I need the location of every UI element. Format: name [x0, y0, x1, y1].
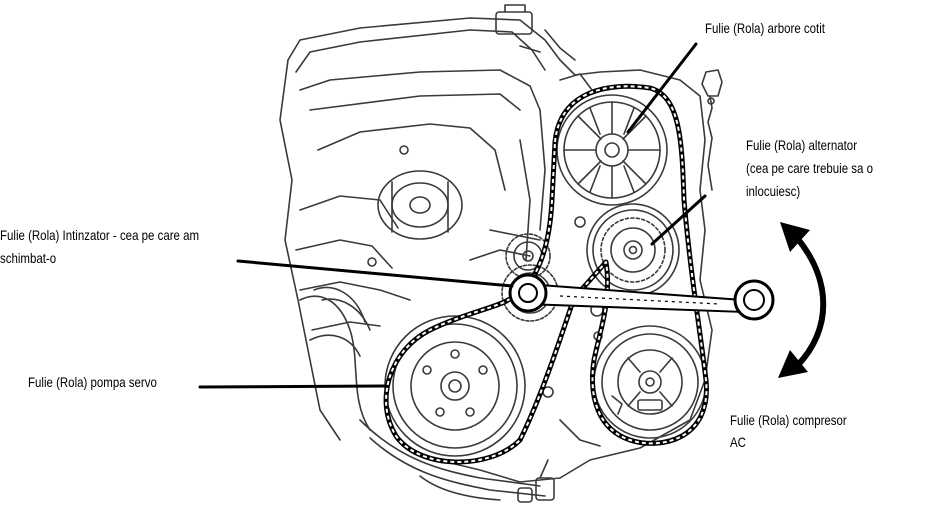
crankshaft-pulley	[556, 94, 668, 206]
leader-alternator	[650, 194, 707, 246]
rotation-arrow-icon	[778, 222, 827, 378]
power-steering-pulley	[384, 315, 526, 457]
leader-tensioner	[236, 259, 514, 288]
label-power-steering-text: Fulie (Rola) pompa servo	[28, 374, 157, 390]
hoses	[299, 286, 555, 503]
label-crankshaft-pulley: Fulie (Rola) arbore cotit	[705, 18, 825, 38]
label-power-steering-pulley: Fulie (Rola) pompa servo	[28, 372, 157, 392]
drive-belt	[383, 83, 709, 465]
leader-crankshaft	[626, 42, 698, 134]
label-alternator-pulley: Fulie (Rola) alternator (cea pe care tre…	[746, 134, 873, 203]
label-compressor-line-1: Fulie (Rola) compresor	[730, 412, 847, 428]
intake-details	[495, 4, 593, 91]
dipstick	[701, 69, 723, 191]
label-tensioner-line-1: Fulie (Rola) Intinzator - cea pe care am	[0, 227, 200, 243]
alternator-pulley	[586, 203, 680, 297]
label-alternator-line-2: (cea pe care trebuie sa o	[746, 160, 873, 176]
upper-tensioner	[377, 170, 463, 240]
label-compressor-line-2: AC	[730, 434, 746, 450]
label-tensioner-pulley: Fulie (Rola) Intinzator - cea pe care am…	[0, 224, 199, 270]
leader-power-steering	[198, 384, 387, 389]
label-alternator-line-1: Fulie (Rola) alternator	[746, 137, 858, 153]
label-alternator-line-3: inlocuiesc)	[746, 183, 801, 199]
label-crankshaft-text: Fulie (Rola) arbore cotit	[705, 20, 825, 36]
leader-lines	[198, 42, 707, 389]
ac-compressor-pulley	[593, 325, 707, 439]
ring-spanner	[508, 273, 775, 321]
label-ac-compressor-pulley: Fulie (Rola) compresor AC	[730, 409, 847, 453]
label-tensioner-line-2: schimbat-o	[0, 250, 57, 266]
